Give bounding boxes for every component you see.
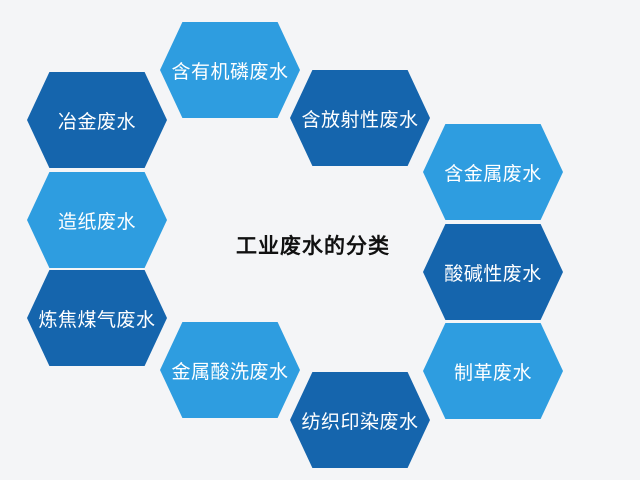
- hex-label: 冶金废水: [57, 110, 136, 133]
- hex-label: 造纸废水: [57, 210, 136, 233]
- hex-category-radioactive: 含放射性废水: [290, 70, 430, 166]
- hex-label: 炼焦煤气废水: [38, 308, 156, 331]
- hex-category-coking-gas: 炼焦煤气废水: [27, 270, 167, 366]
- diagram-title: 工业废水的分类: [236, 234, 390, 258]
- hex-label: 金属酸洗废水: [171, 360, 289, 383]
- hex-category-organophosphorus: 含有机磷废水: [160, 22, 300, 118]
- hex-category-acid-alkali: 酸碱性废水: [423, 224, 563, 320]
- hex-label: 制革废水: [453, 361, 532, 384]
- hex-label: 含有机磷废水: [171, 60, 289, 83]
- hex-category-metal-pickling: 金属酸洗废水: [160, 322, 300, 418]
- hex-category-tannery: 制革废水: [423, 323, 563, 419]
- hex-category-metal: 含金属废水: [423, 124, 563, 220]
- hex-label: 含金属废水: [444, 162, 542, 185]
- hex-label: 酸碱性废水: [444, 262, 542, 285]
- hex-category-metallurgy: 冶金废水: [27, 72, 167, 168]
- hex-label: 含放射性废水: [301, 108, 419, 131]
- hex-label: 纺织印染废水: [301, 410, 419, 433]
- hex-category-textile-dyeing: 纺织印染废水: [290, 372, 430, 468]
- hex-category-papermaking: 造纸废水: [27, 172, 167, 268]
